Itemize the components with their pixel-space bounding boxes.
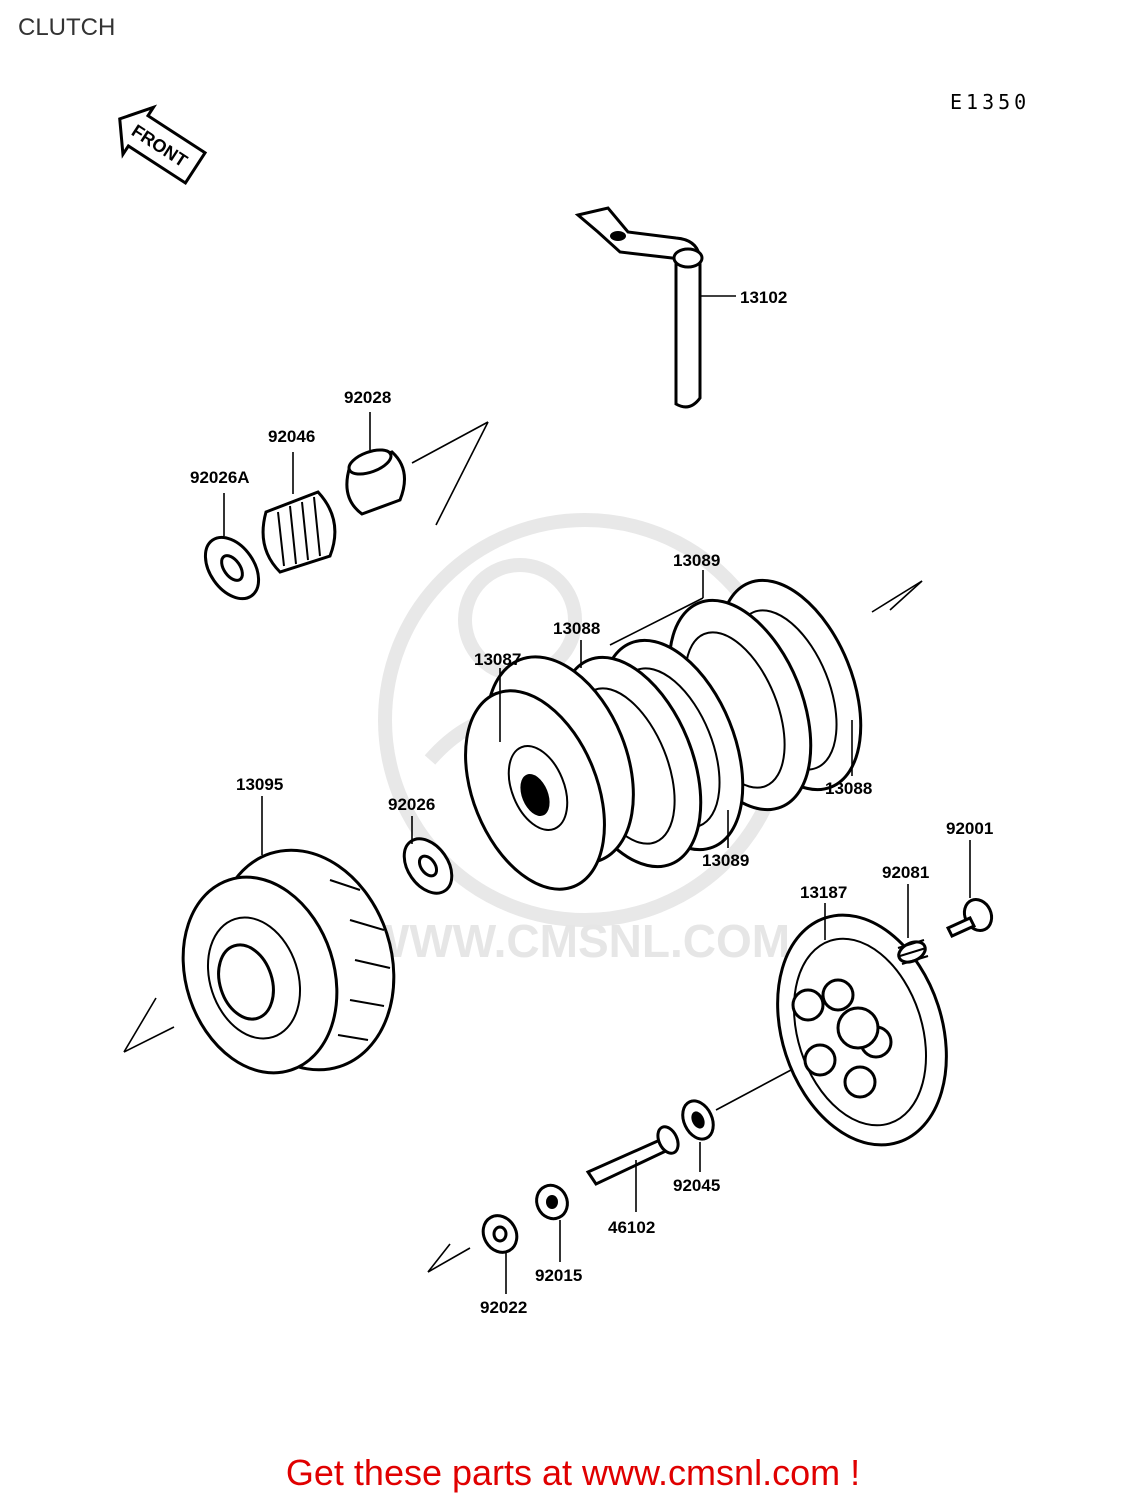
part-label[interactable]: 92045 [673,1176,720,1195]
nut-icon [535,1183,569,1221]
footer-link[interactable]: Get these parts at www.cmsnl.com ! [285,1452,861,1493]
part-label[interactable]: 13089 [702,851,749,870]
page-title: CLUTCH [18,14,116,41]
part-label[interactable]: 13187 [800,883,847,902]
part-labels: 13102 92028 92046 92026A 13089 13088 130… [190,288,993,1317]
clutch-release-lever-icon [574,206,704,409]
spring-icon [897,939,929,965]
part-label[interactable]: 92028 [344,388,391,407]
bolt-icon [945,897,994,938]
part-label[interactable]: 92015 [535,1266,582,1285]
part-label[interactable]: 92026 [388,795,435,814]
part-label[interactable]: 13087 [474,650,521,669]
part-label[interactable]: 13088 [825,779,872,798]
diagram-code: E1350 [950,90,1031,114]
part-label[interactable]: 46102 [608,1218,655,1237]
needle-bearing-icon [261,490,337,574]
washer-icon [203,535,261,601]
part-label[interactable]: 92046 [268,427,315,446]
push-rod-icon [585,1125,680,1186]
washer-icon [481,1214,519,1254]
washer-icon [402,837,454,895]
part-label[interactable]: 13089 [673,551,720,570]
front-arrow-icon: FRONT [118,104,208,186]
pressure-plate-icon [776,913,948,1147]
part-label[interactable]: 92001 [946,819,993,838]
bushing-icon [345,448,406,516]
leader-13089-top-b [609,597,704,646]
part-label[interactable]: 92081 [882,863,929,882]
clutch-housing-icon [181,848,396,1075]
part-label[interactable]: 92026A [190,468,250,487]
part-label[interactable]: 92022 [480,1298,527,1317]
part-label[interactable]: 13095 [236,775,283,794]
part-label[interactable]: 13088 [553,619,600,638]
part-label[interactable]: 13102 [740,288,787,307]
watermark-text: WWW.CMSNL.COM [366,915,790,967]
ball-bearing-icon [681,1099,715,1141]
